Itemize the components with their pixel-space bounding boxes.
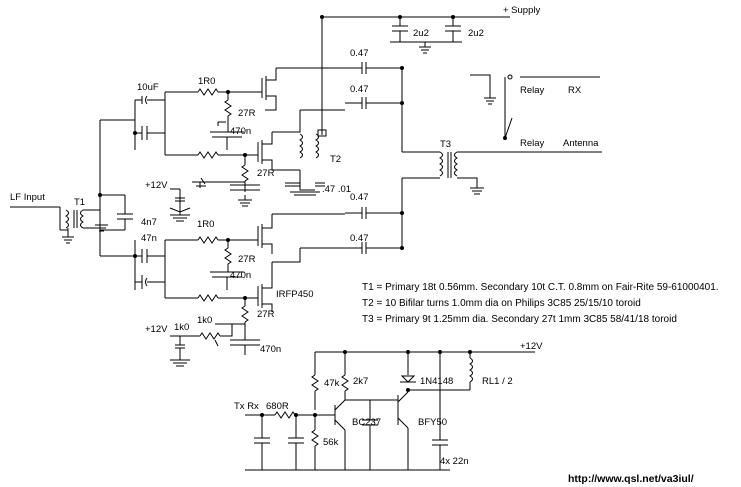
cap-470n-b-label: 470n [230, 270, 251, 281]
r-27r-d-label: 27R [257, 309, 275, 320]
t2-transformer [285, 129, 327, 196]
r-1k0-b-label: 1k0 [197, 315, 212, 326]
cap-470n-a-label: 470n [230, 126, 251, 137]
plus12-c-label: +12V [520, 341, 543, 352]
upper-mosfet-1 [261, 67, 345, 111]
r-1k0-a-label: 1k0 [174, 322, 189, 333]
t3-label: T3 [440, 139, 451, 150]
cap-2u2-a-label: 2u2 [413, 28, 429, 39]
cap-4n7-label: 4n7 [141, 217, 157, 228]
t3-transformer [439, 151, 602, 195]
upper-bias [192, 155, 260, 207]
r-27r-b-label: 27R [257, 168, 275, 179]
source-url: http://www.qsl.net/va3iul/ [568, 473, 694, 485]
t2-label: T2 [330, 154, 341, 165]
cap-047-a-label: 0.47 [350, 48, 369, 59]
r-27r-c-label: 27R [238, 254, 256, 265]
r-56k-label: 56k [323, 437, 339, 448]
lower-bias [215, 298, 260, 355]
diode-label: 1N4148 [420, 376, 453, 387]
bias-network-top [169, 188, 191, 222]
note-t2: T2 = 10 Bifilar turns 1.0mm dia on Phili… [362, 298, 641, 309]
bias-network-bottom [170, 324, 233, 367]
relay-section [470, 74, 600, 140]
upper-gate-drive [133, 88, 262, 159]
q-bfy50-label: BFY50 [418, 417, 447, 428]
r-1r0-top-label: 1R0 [198, 76, 215, 87]
rx-label: RX [568, 85, 582, 96]
r-1r0-bot-label: 1R0 [197, 219, 214, 230]
control-circuit [245, 350, 535, 471]
plus12-b-label: +12V [145, 324, 168, 335]
relay-b-label: Relay [520, 138, 545, 149]
t1-label: T1 [74, 197, 85, 208]
input-stage [10, 119, 135, 257]
caps-22n-label: 4x 22n [440, 456, 469, 467]
output-caps [345, 62, 440, 254]
cap-470n-c-label: 470n [260, 344, 281, 355]
relay-a-label: Relay [520, 85, 545, 96]
q-bc237-label: BC237 [352, 417, 381, 428]
r-27r-a-label: 27R [238, 108, 256, 119]
lower-mosfet-1 [257, 213, 345, 254]
cap-10uf-label: 10uF [137, 82, 159, 93]
supply-rail [320, 15, 510, 135]
relay-coil-label: RL1 / 2 [482, 376, 513, 387]
txrx-label: Tx Rx [234, 401, 259, 412]
lf-input-label: LF Input [10, 192, 45, 203]
cap-2u2-b-label: 2u2 [468, 28, 484, 39]
cap-47-01-label: .47 .01 [322, 184, 351, 195]
upper-mosfet-2 [257, 109, 345, 171]
cap-47n-label: 47n [141, 233, 157, 244]
r-680r-label: 680R [266, 401, 289, 412]
r-47k-label: 47k [324, 378, 340, 389]
cap-047-b-label: 0.47 [350, 84, 369, 95]
supply-label: + Supply [503, 5, 540, 16]
antenna-label: Antenna [563, 138, 599, 149]
plus12-a-label: +12V [145, 180, 168, 191]
lower-mosfet-2 [257, 247, 345, 312]
cap-047-d-label: 0.47 [350, 233, 369, 244]
mosfet-label: IRFP450 [276, 289, 314, 300]
note-t3: T3 = Primary 9t 1.25mm dia. Secondary 27… [362, 314, 677, 325]
lower-gate-drive [133, 236, 258, 302]
note-t1: T1 = Primary 18t 0.56mm. Secondary 10t C… [362, 282, 719, 293]
r-2k7-label: 2k7 [353, 376, 368, 387]
cap-047-c-label: 0.47 [350, 192, 369, 203]
